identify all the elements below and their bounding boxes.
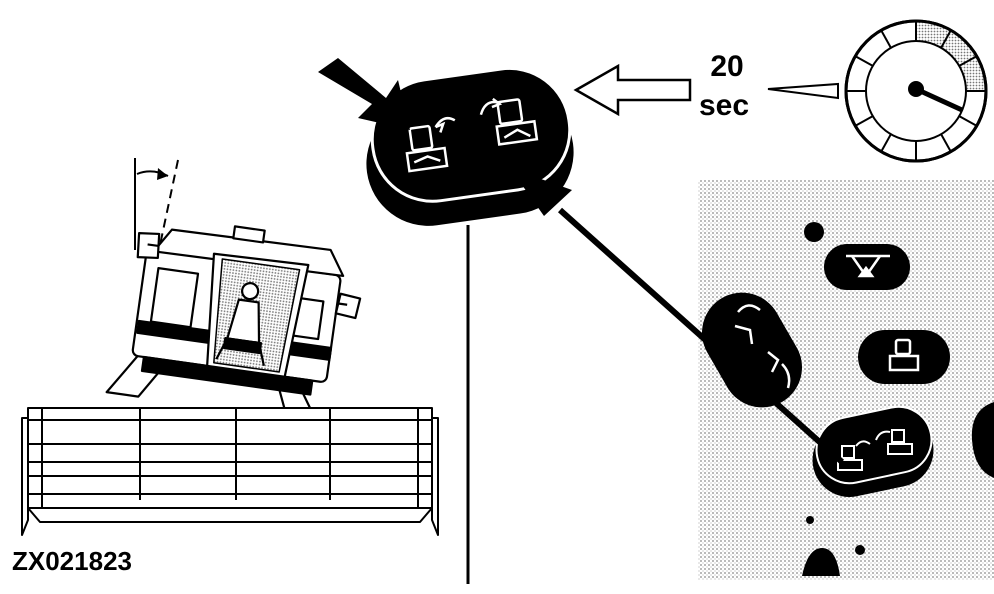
timer-unit: sec: [699, 89, 749, 122]
tilt-rocker-switch-icon: [366, 66, 574, 226]
pointer-arrow-to-switch: [318, 58, 410, 130]
console-to-switch-arrow: [510, 168, 844, 465]
timer-value: 20: [710, 50, 743, 83]
figure-id-label: ZX021823: [12, 546, 132, 576]
combine-tilt-illustration: [21, 158, 439, 536]
dial-pointer-line: [767, 82, 839, 100]
timer-dial-icon: [844, 19, 988, 163]
console-panel-icon: [698, 180, 994, 580]
timer-arrow-icon: [573, 63, 692, 117]
